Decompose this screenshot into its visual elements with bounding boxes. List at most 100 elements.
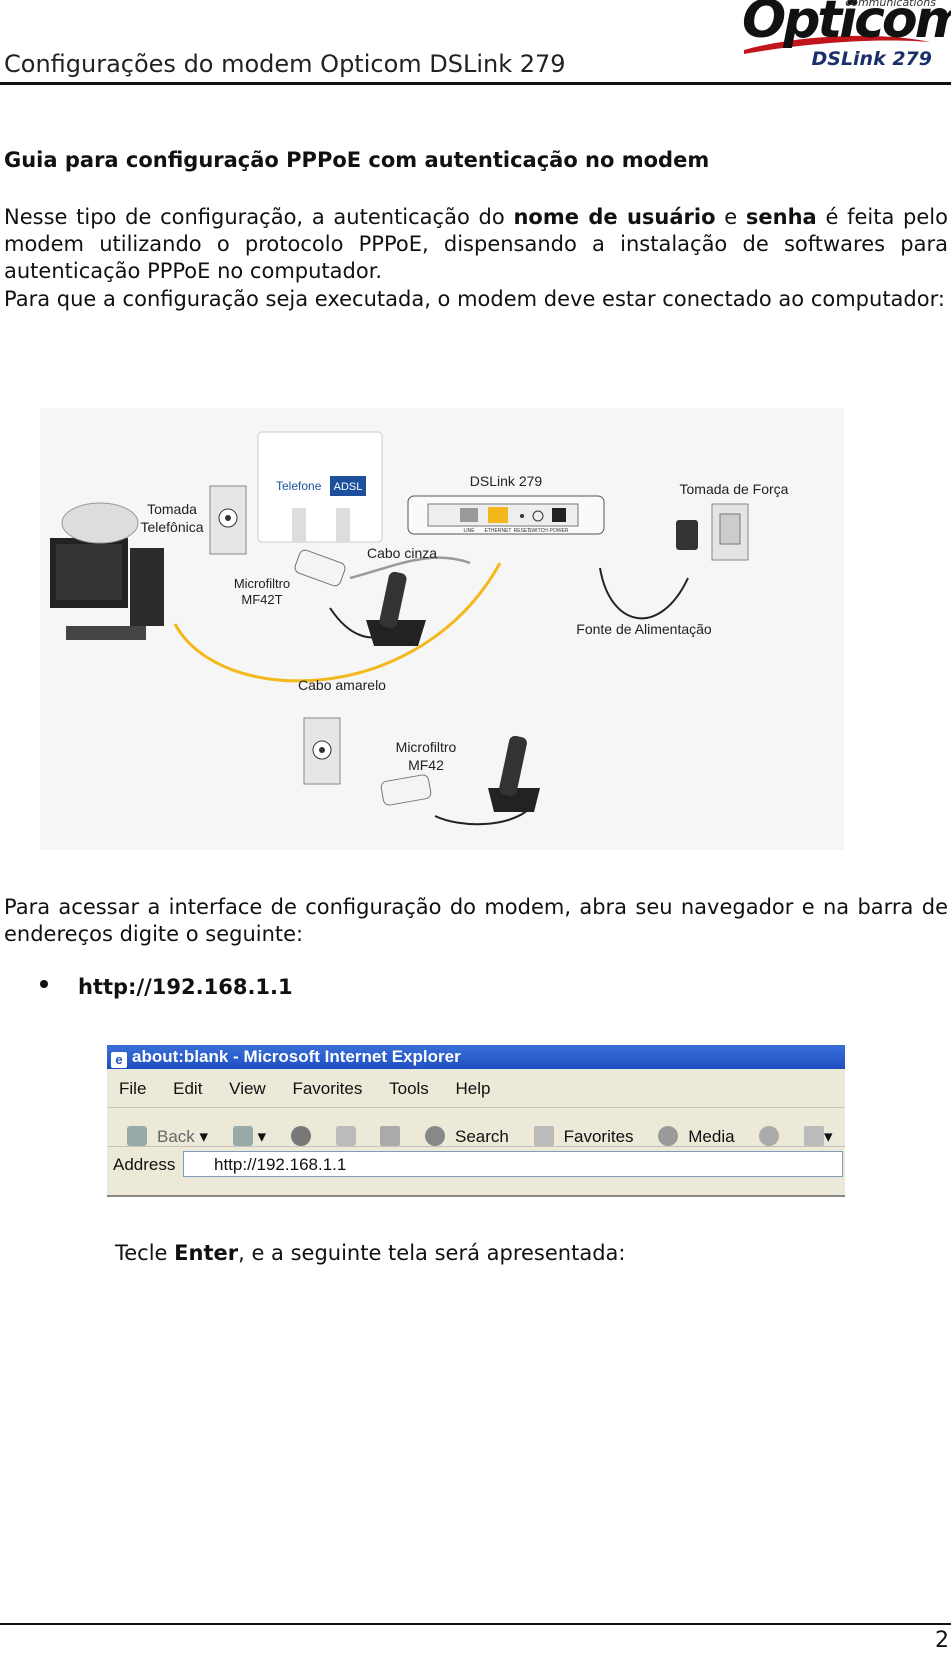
- modem-reset: [520, 514, 524, 518]
- favorites-star-icon: [533, 1126, 554, 1146]
- pc-tower: [130, 548, 164, 626]
- browser-toolbar: Back ▾ ▾ Search Favorites Media ▾: [107, 1108, 845, 1147]
- label-port-line: LINE: [463, 528, 475, 534]
- microfiltro-mf42t: [294, 549, 346, 587]
- enter-key: Enter: [174, 1241, 239, 1265]
- footer-rule: [0, 1623, 951, 1625]
- yellow-cable: [173, 562, 502, 683]
- logo-tagline: communications: [845, 0, 936, 9]
- history-button[interactable]: [749, 1117, 780, 1147]
- menu-file[interactable]: File: [119, 1079, 147, 1098]
- menu-help[interactable]: Help: [455, 1079, 491, 1098]
- enter-instruction: Tecle Enter, e a seguinte tela será apre…: [115, 1241, 625, 1265]
- menu-tools[interactable]: Tools: [389, 1079, 429, 1098]
- connection-diagram: Tomada Telefônica Telefone ADSL LINE ETH…: [40, 408, 844, 850]
- intro-text-e: é feita pelo modem utilizando o protocol…: [4, 205, 948, 283]
- label-port-ethernet: ETHERNET: [485, 528, 512, 534]
- label-tomada-telefonica-1: Tomada: [147, 501, 197, 517]
- bullet-icon: [40, 980, 48, 988]
- modem-port-ethernet: [488, 507, 508, 523]
- label-microfiltro-1: Microfiltro: [396, 739, 457, 755]
- media-icon: [658, 1126, 679, 1146]
- intro-text-c: e: [715, 205, 746, 229]
- microfiltro-mf42: [380, 774, 432, 806]
- browser-screenshot: e about:blank - Microsoft Internet Explor…: [107, 1045, 845, 1197]
- modem-switch: [532, 510, 544, 522]
- diagram-svg: Tomada Telefônica Telefone ADSL LINE ETH…: [50, 431, 789, 826]
- favorites-label: Favorites: [563, 1127, 634, 1146]
- address-input[interactable]: http://192.168.1.1: [183, 1151, 843, 1177]
- adsl-callout: [257, 431, 383, 543]
- pc-zoom-circle: [61, 502, 139, 544]
- opticom-logo: Opticom communications DSLink 279: [742, 0, 951, 70]
- access-paragraph: Para acessar a interface de configuração…: [4, 895, 948, 946]
- label-fonte: Fonte de Alimentação: [576, 621, 712, 637]
- home-icon: [380, 1126, 401, 1146]
- modem-power: [552, 508, 566, 522]
- back-label: Back: [157, 1127, 195, 1146]
- pc-keyboard: [66, 626, 146, 640]
- mail-icon: [804, 1126, 825, 1146]
- media-label: Media: [688, 1127, 735, 1146]
- search-label: Search: [455, 1127, 509, 1146]
- refresh-button[interactable]: [326, 1117, 356, 1147]
- stop-button[interactable]: [281, 1117, 311, 1147]
- browser-menu-bar: File Edit View Favorites Tools Help: [107, 1071, 845, 1108]
- adsl-badge: [330, 476, 366, 496]
- favorites-button[interactable]: Favorites: [524, 1117, 634, 1147]
- cordless-phone-2: [488, 788, 540, 812]
- label-telefone: Telefone: [276, 479, 322, 493]
- menu-favorites[interactable]: Favorites: [292, 1079, 363, 1098]
- document-header-title: Configurações do modem Opticom DSLink 27…: [4, 50, 566, 78]
- intro-text-a: Nesse tipo de configuração, a autenticaç…: [4, 205, 514, 229]
- mail-button[interactable]: ▾: [794, 1117, 833, 1147]
- header-rule: [0, 82, 951, 85]
- modem-url: http://192.168.1.1: [78, 975, 293, 999]
- power-adapter: [676, 520, 698, 550]
- power-cable: [599, 567, 689, 620]
- browser-title: about:blank - Microsoft Internet Explore…: [132, 1047, 461, 1066]
- mf42-cable: [434, 807, 531, 826]
- label-port-power: POWER: [550, 528, 569, 534]
- address-label: Address: [113, 1155, 176, 1174]
- enter-text-a: Tecle: [115, 1241, 175, 1265]
- page-number: 2: [935, 1628, 949, 1653]
- label-microfiltro-t-2: MF42T: [241, 592, 282, 607]
- media-button[interactable]: Media: [648, 1117, 735, 1147]
- history-icon: [759, 1126, 780, 1146]
- label-tomada-telefonica-2: Telefônica: [140, 519, 203, 535]
- cordless-phone: [366, 620, 426, 646]
- search-icon: [425, 1126, 445, 1146]
- forward-arrow-icon: [232, 1126, 253, 1146]
- logo-swoosh: [744, 35, 930, 54]
- label-port-switch: SWITCH: [528, 528, 548, 534]
- ie-icon: e: [111, 1052, 127, 1068]
- label-cabo-amarelo: Cabo amarelo: [298, 677, 386, 693]
- back-button[interactable]: Back ▾: [117, 1117, 208, 1147]
- intro-username: nome de usuário: [513, 205, 716, 229]
- search-button[interactable]: Search: [415, 1117, 509, 1147]
- label-dslink: DSLink 279: [470, 473, 543, 489]
- stop-icon: [290, 1126, 311, 1146]
- menu-view[interactable]: View: [229, 1079, 266, 1098]
- gray-cable: [349, 556, 471, 580]
- logo-model: DSLink 279: [811, 48, 932, 70]
- label-port-reset: RESET: [514, 528, 531, 534]
- label-microfiltro-t-1: Microfiltro: [234, 576, 290, 591]
- label-microfiltro-2: MF42: [408, 757, 444, 773]
- modem-port-line: [460, 508, 478, 522]
- intro-password: senha: [745, 205, 817, 229]
- menu-edit[interactable]: Edit: [173, 1079, 203, 1098]
- label-tomada-forca: Tomada de Força: [680, 481, 789, 497]
- forward-button[interactable]: ▾: [223, 1117, 266, 1147]
- label-adsl: ADSL: [334, 481, 363, 493]
- intro-paragraph: Nesse tipo de configuração, a autenticaç…: [4, 204, 948, 285]
- enter-text-c: , e a seguinte tela será apresentada:: [238, 1241, 626, 1265]
- back-arrow-icon: [127, 1126, 147, 1146]
- logo-wordmark: Opticom: [742, 0, 951, 50]
- intro-paragraph-2: Para que a configuração seja executada, …: [4, 287, 945, 311]
- address-bar: Address http://192.168.1.1: [107, 1148, 845, 1182]
- section-title: Guia para configuração PPPoE com autenti…: [4, 148, 710, 172]
- browser-title-bar: e about:blank - Microsoft Internet Explor…: [107, 1045, 845, 1069]
- home-button[interactable]: [370, 1117, 401, 1147]
